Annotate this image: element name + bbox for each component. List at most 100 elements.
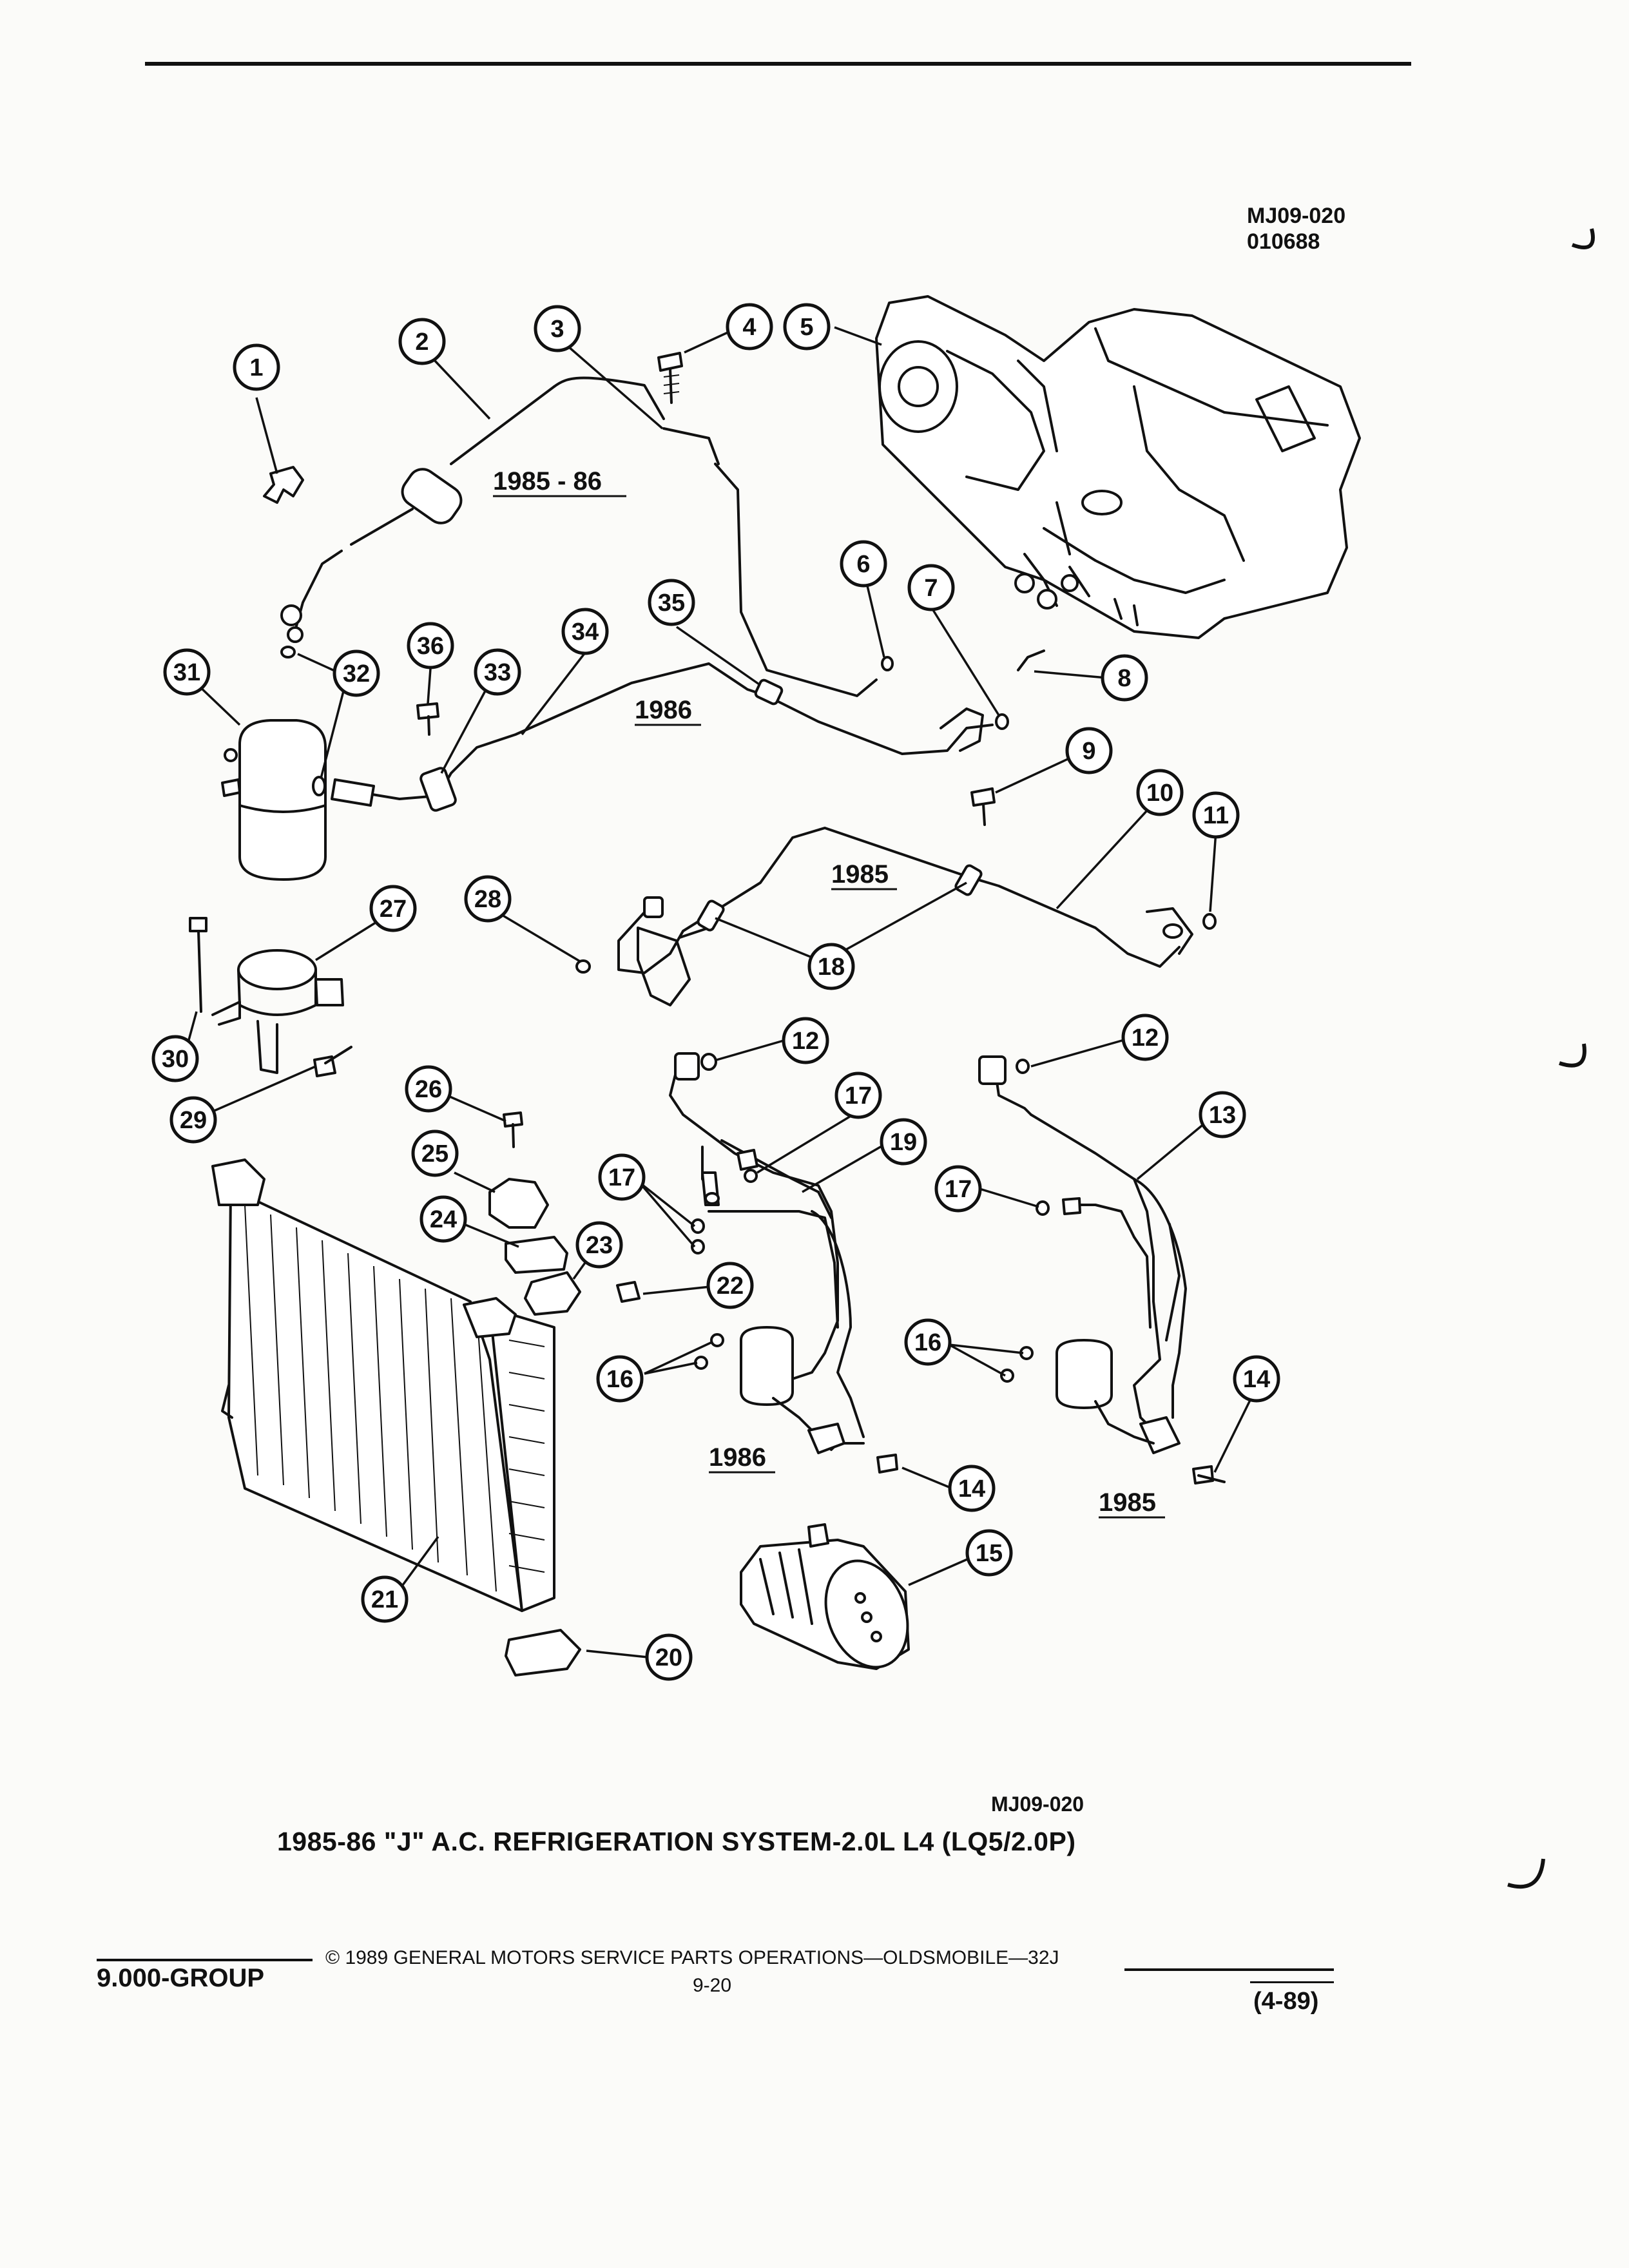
callout-13: 13 [1199, 1091, 1246, 1139]
svg-text:16: 16 [606, 1366, 633, 1393]
o-ring-part-32 [312, 776, 326, 796]
svg-text:26: 26 [415, 1076, 442, 1103]
top-rule [145, 62, 1411, 66]
callout-7: 7 [907, 564, 955, 611]
callout-32: 32 [333, 649, 380, 697]
svg-text:22: 22 [717, 1273, 744, 1300]
svg-text:14: 14 [1243, 1366, 1270, 1393]
callout-21: 21 [361, 1575, 409, 1623]
callout-18: 18 [807, 943, 855, 990]
callout-17a: 17 [834, 1072, 882, 1119]
svg-text:10: 10 [1146, 780, 1173, 807]
footer-date: (4-89) [1253, 1988, 1319, 2015]
year-label-1985-mid: 1985 [831, 860, 889, 889]
callout-2: 2 [398, 318, 446, 365]
insulator-part-25 [488, 1178, 549, 1229]
o-ring-part-7 [995, 713, 1009, 730]
callout-12b: 12 [1121, 1014, 1169, 1061]
svg-text:8: 8 [1117, 665, 1131, 692]
figure-code-line-1: MJ09-020 [1247, 204, 1346, 228]
callout-27: 27 [369, 885, 417, 932]
svg-text:24: 24 [430, 1206, 457, 1233]
svg-text:11: 11 [1203, 802, 1229, 829]
svg-text:17: 17 [945, 1176, 972, 1203]
callout-16a: 16 [596, 1355, 644, 1403]
callout-30: 30 [151, 1035, 199, 1082]
hose-assembly-1986 [669, 1052, 865, 1438]
svg-text:33: 33 [484, 659, 511, 686]
o-ring-part-28 [575, 959, 591, 974]
insulator-part-23 [524, 1271, 581, 1316]
nut-part-22 [616, 1281, 641, 1303]
figure-code-top: MJ09-020 010688 [1247, 203, 1345, 255]
svg-text:35: 35 [658, 590, 685, 617]
callout-23: 23 [575, 1221, 623, 1269]
year-label-1986-top: 1986 [635, 696, 692, 724]
callout-9: 9 [1065, 727, 1113, 774]
svg-text:21: 21 [371, 1586, 398, 1613]
svg-text:29: 29 [180, 1107, 207, 1134]
o-ring-part-17b [691, 1218, 705, 1234]
svg-text:4: 4 [742, 314, 756, 341]
callout-5: 5 [783, 303, 831, 351]
svg-text:2: 2 [415, 329, 429, 356]
bolt-part-14b [1192, 1465, 1226, 1485]
liquid-line-1986 [331, 662, 994, 812]
svg-text:36: 36 [417, 633, 444, 660]
clip-part-1 [263, 466, 304, 504]
callout-24: 24 [419, 1195, 467, 1243]
svg-text:30: 30 [162, 1046, 189, 1073]
svg-text:17: 17 [608, 1164, 635, 1191]
accumulator-bracket-27 [211, 949, 344, 1074]
o-ring-part-16a [710, 1333, 724, 1347]
bolt-part-36 [416, 702, 439, 736]
o-ring-part-12b [1016, 1059, 1030, 1074]
muffler-1986 [740, 1326, 865, 1454]
callout-19: 19 [880, 1118, 927, 1166]
callout-4: 4 [726, 303, 773, 351]
year-label-1985-86: 1985 - 86 [493, 467, 602, 495]
footer-copyright: © 1989 GENERAL MOTORS SERVICE PARTS OPER… [325, 1947, 1059, 1968]
hose-assembly-1985-86 [280, 376, 878, 697]
svg-text:31: 31 [173, 659, 200, 686]
figure-title: 1985-86 "J" A.C. REFRIGERATION SYSTEM-2.… [277, 1827, 1076, 1856]
insulator-part-24 [505, 1236, 568, 1274]
callout-34: 34 [561, 608, 609, 655]
svg-text:17: 17 [845, 1082, 872, 1110]
svg-text:15: 15 [976, 1540, 1003, 1567]
callout-20: 20 [645, 1633, 693, 1681]
seal-part-8 [1017, 649, 1045, 671]
punch-mark-3 [1507, 1858, 1545, 1889]
o-ring-part-12a [700, 1053, 717, 1071]
callout-26: 26 [405, 1065, 452, 1113]
callout-8: 8 [1101, 654, 1148, 702]
callout-14a: 14 [948, 1465, 996, 1512]
callout-33: 33 [474, 648, 521, 696]
callout-3: 3 [534, 305, 581, 352]
callout-28: 28 [464, 875, 512, 923]
o-ring-part-6 [881, 656, 894, 671]
punch-mark-2 [1559, 1043, 1586, 1068]
insulator-part-20 [505, 1629, 581, 1677]
leader-lines [186, 326, 1255, 1658]
o-ring-part-17d [1036, 1200, 1050, 1216]
o-ring-part-17a [744, 1169, 758, 1183]
callout-35: 35 [648, 579, 695, 626]
footer-rule-left [97, 1959, 313, 1961]
year-label-1985-bottom: 1985 [1099, 1488, 1156, 1517]
svg-text:32: 32 [343, 660, 370, 687]
year-label-1986-bottom: 1986 [709, 1443, 766, 1472]
svg-text:16: 16 [914, 1329, 941, 1356]
callout-22: 22 [706, 1262, 754, 1309]
callout-16b: 16 [904, 1318, 952, 1366]
callout-11: 11 [1192, 791, 1240, 839]
callout-14b: 14 [1233, 1355, 1280, 1403]
svg-text:12: 12 [792, 1028, 819, 1055]
svg-text:6: 6 [856, 551, 870, 578]
svg-text:34: 34 [572, 619, 599, 646]
o-ring-part-11 [1202, 913, 1217, 930]
footer-rule-right [1124, 1968, 1334, 1971]
svg-text:3: 3 [550, 316, 564, 343]
footer-page-number: 9-20 [693, 1975, 732, 1996]
